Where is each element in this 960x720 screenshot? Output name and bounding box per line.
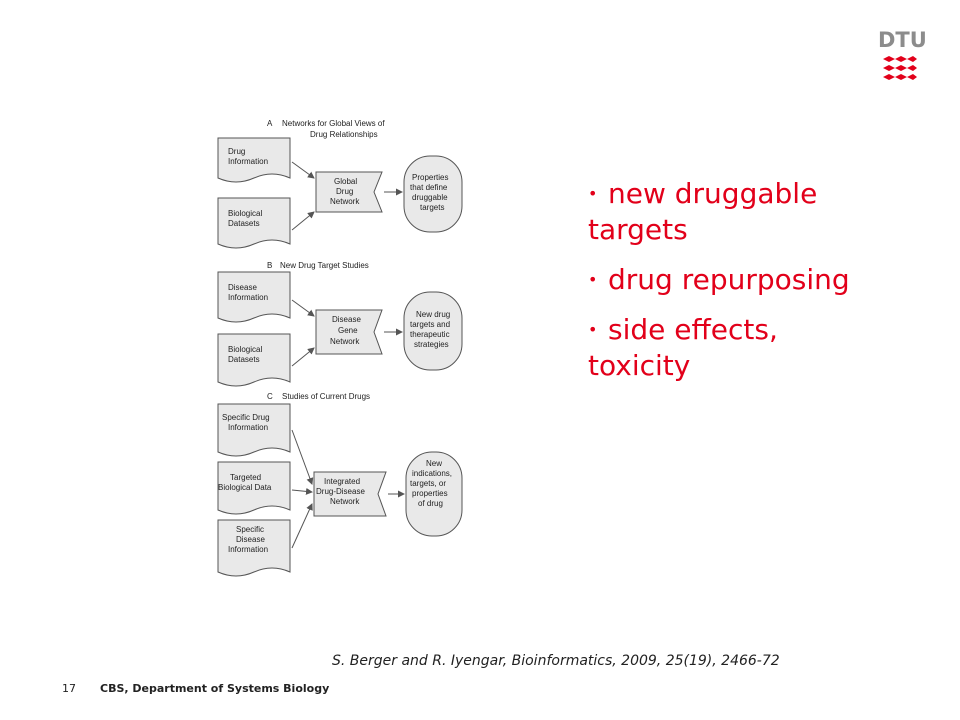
section-a-title-1: Networks for Global Views of	[282, 119, 385, 128]
section-c-output-l2: indications,	[412, 469, 452, 478]
section-a-network-l3: Network	[330, 197, 360, 206]
drug-network-diagram: A Networks for Global Views of Drug Rela…	[217, 119, 463, 577]
section-c-network-l3: Network	[330, 497, 360, 506]
section-c-input3-l3: Information	[228, 545, 268, 554]
section-a-input2-l2: Datasets	[228, 219, 260, 228]
section-b-label: B	[267, 261, 272, 270]
section-b-input2-l1: Biological	[228, 345, 262, 354]
bullet-list: • new druggable targets • drug repurposi…	[588, 176, 888, 398]
bullet-text: side effects, toxicity	[588, 313, 778, 382]
section-b-input1-doc	[217, 271, 291, 323]
section-a-input2-doc	[217, 197, 291, 249]
section-c-input2-l1: Targeted	[230, 473, 261, 482]
section-a-input1-l1: Drug	[228, 147, 245, 156]
section-b-input1-l1: Disease	[228, 283, 257, 292]
department-label: CBS, Department of Systems Biology	[100, 682, 330, 695]
section-a-output-l3: druggable	[412, 193, 448, 202]
section-b-input2-l2: Datasets	[228, 355, 260, 364]
bullet-dot-icon: •	[588, 184, 598, 203]
citation: S. Berger and R. Iyengar, Bioinformatics…	[332, 653, 780, 669]
section-c-output-l4: properties	[412, 489, 448, 498]
section-b-network-l3: Network	[330, 337, 360, 346]
section-c-network-l2: Drug-Disease	[316, 487, 365, 496]
dtu-logo-text: DTU	[878, 28, 927, 52]
section-c-input3-l1: Specific	[236, 525, 264, 534]
section-c-input2-doc	[217, 461, 291, 515]
section-c-input3-doc	[217, 519, 291, 577]
section-b-network-l1: Disease	[332, 315, 361, 324]
section-a-network-box	[315, 171, 383, 213]
bullet-item: • drug repurposing	[588, 262, 888, 298]
section-b-input2-doc	[217, 333, 291, 387]
section-a-input1-doc	[217, 137, 291, 183]
section-c-input2-l2: Biological Data	[218, 483, 272, 492]
section-c-output-l3: targets, or	[410, 479, 446, 488]
section-b-network-box	[315, 309, 383, 355]
section-b-output-l1: New drug	[416, 310, 450, 319]
section-c-output-l1: New	[426, 459, 442, 468]
bullet-dot-icon: •	[588, 270, 598, 289]
section-b-output-l4: strategies	[414, 340, 449, 349]
dtu-logo-mark	[883, 56, 917, 80]
drug-network-figure: A Networks for Global Views of Drug Rela…	[210, 112, 480, 582]
bullet-item: • side effects, toxicity	[588, 312, 888, 384]
section-c-output-box	[405, 451, 463, 537]
slide-footer: 17 CBS, Department of Systems Biology	[62, 682, 329, 695]
section-c-input1-l1: Specific Drug	[222, 413, 270, 422]
section-c-label: C	[267, 392, 273, 401]
section-a-network-l1: Global	[334, 177, 357, 186]
section-a-output-box	[403, 155, 463, 233]
page-number: 17	[62, 682, 76, 695]
section-c-input1-doc	[217, 403, 291, 457]
bullet-item: • new druggable targets	[588, 176, 888, 248]
section-a-network-l2: Drug	[336, 187, 353, 196]
section-c-output-l5: of drug	[418, 499, 443, 508]
section-b-output-l3: therapeutic	[410, 330, 450, 339]
section-a-label: A	[267, 119, 273, 128]
section-c-input3-l2: Disease	[236, 535, 265, 544]
section-b-output-l2: targets and	[410, 320, 450, 329]
section-c-input1-l2: Information	[228, 423, 268, 432]
section-b-input1-l2: Information	[228, 293, 268, 302]
section-c-network-l1: Integrated	[324, 477, 360, 486]
bullet-text: drug repurposing	[608, 263, 850, 296]
dtu-logo: DTU	[878, 28, 927, 90]
section-c-network-box	[313, 471, 387, 517]
section-a-input2-l1: Biological	[228, 209, 262, 218]
section-b-output-box	[403, 291, 463, 371]
section-b-title-1: New Drug Target Studies	[280, 261, 369, 270]
section-c-title-1: Studies of Current Drugs	[282, 392, 370, 401]
section-a-output-l4: targets	[420, 203, 444, 212]
section-a-output-l2: that define	[410, 183, 448, 192]
bullet-dot-icon: •	[588, 320, 598, 339]
section-a-title-2: Drug Relationships	[310, 130, 378, 139]
section-b-network-l2: Gene	[338, 326, 358, 335]
bullet-text: new druggable targets	[588, 177, 818, 246]
section-a-input1-l2: Information	[228, 157, 268, 166]
section-a-output-l1: Properties	[412, 173, 448, 182]
